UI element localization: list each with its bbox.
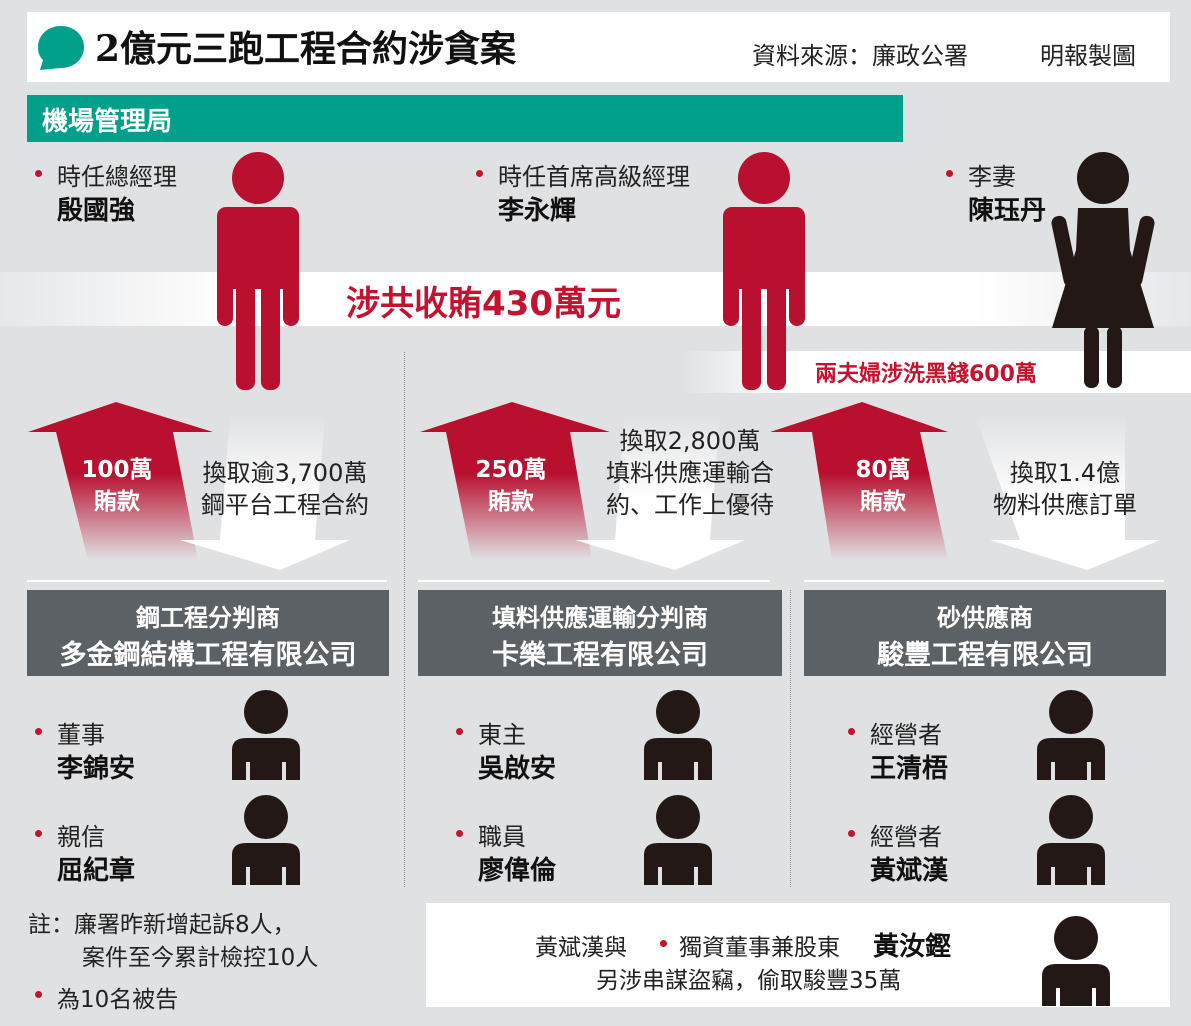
company-1-person-1-name: 李錦安 (57, 754, 136, 784)
org-bar (27, 95, 903, 142)
bullet-dot (660, 940, 667, 947)
company-panel-2 (418, 590, 782, 676)
flow-3-return-line-1: 換取1.4億 (1009, 459, 1121, 487)
panel-top-edge (418, 580, 770, 582)
bribe-total-text: 涉共收賄430萬元 (346, 284, 621, 324)
title-bar (27, 12, 1170, 82)
return-down-arrow (575, 415, 745, 570)
flow-1-kind: 賄款 (94, 489, 140, 515)
column-divider (404, 352, 405, 887)
flow-1-return-line-1: 換取逾3,700萬 (202, 459, 368, 487)
extra-case-line-2: 另涉串謀盜竊，偷取駿豐35萬 (596, 968, 902, 994)
company-1-person-2-name: 屈紀章 (57, 856, 136, 886)
bribe-total-band (0, 272, 1191, 326)
column-divider (790, 590, 791, 887)
company-1-person-2-role: 親信 (57, 823, 105, 851)
panel-top-edge (27, 580, 387, 582)
company-1-name: 多金鋼結構工程有限公司 (59, 640, 357, 671)
flow-2-return-line-2: 填料供應運輸合 (606, 459, 774, 487)
extra-case-name: 黃汝鏗 (873, 932, 952, 962)
official-1-role: 時任總經理 (57, 163, 177, 191)
flow-2-amount: 250萬 (475, 457, 547, 483)
source-credit: 資料來源：廉政公署 (752, 42, 968, 70)
company-1-type: 鋼工程分判商 (136, 604, 280, 632)
flow-1-return-line-2: 鋼平台工程合約 (201, 491, 369, 519)
company-2-person-1-name: 吳啟安 (478, 754, 557, 784)
company-panel-3 (804, 590, 1166, 676)
official-1-name: 殷國強 (57, 196, 136, 226)
flow-2-return-line-1: 換取2,800萬 (619, 427, 761, 455)
official-3-name: 陳珏丹 (968, 196, 1047, 226)
company-3-person-1-role: 經營者 (870, 721, 942, 749)
company-3-name: 駿豐工程有限公司 (877, 640, 1093, 671)
bullet-dot (456, 830, 463, 837)
bullet-dot (456, 728, 463, 735)
person-bust-icon (232, 690, 300, 780)
person-bust-icon (232, 795, 300, 885)
male-figure-icon (217, 152, 299, 390)
laundering-band (680, 351, 1191, 393)
note-line-3: 為10名被告 (57, 987, 179, 1013)
flow-3-kind: 賄款 (860, 489, 906, 515)
person-bust-icon (644, 795, 712, 885)
return-down-arrow (975, 415, 1160, 570)
extra-case-role: 獨資董事兼股東 (679, 935, 840, 961)
speech-bubble-icon (38, 26, 84, 70)
person-bust-icon (1042, 916, 1110, 1006)
company-3-person-2-name: 黃斌漢 (870, 856, 949, 886)
bullet-dot (35, 170, 42, 177)
flow-1-amount: 100萬 (81, 457, 153, 483)
company-2-person-1-role: 東主 (478, 721, 526, 749)
person-bust-icon (1037, 690, 1105, 780)
male-figure-icon (723, 152, 805, 390)
person-bust-icon (1037, 795, 1105, 885)
company-panel-1 (27, 590, 389, 676)
company-3-type: 砂供應商 (937, 604, 1033, 632)
org-name: 機場管理局 (42, 107, 173, 137)
bribe-up-arrow (28, 402, 213, 560)
return-down-arrow (180, 415, 350, 570)
bullet-dot (946, 170, 953, 177)
bullet-dot (35, 728, 42, 735)
official-2-role: 時任首席高級經理 (498, 163, 690, 191)
page-title: 2億元三跑工程合約涉貪案 (95, 28, 517, 70)
flow-3-amount: 80萬 (855, 457, 911, 483)
flow-2-return-line-3: 約、工作上優待 (606, 491, 774, 519)
company-2-person-2-name: 廖偉倫 (478, 856, 557, 886)
flow-2-kind: 賄款 (488, 489, 534, 515)
company-3-person-1-name: 王清梧 (870, 754, 949, 784)
bullet-dot (848, 728, 855, 735)
bullet-dot (848, 830, 855, 837)
flow-3-return-line-2: 物料供應訂單 (993, 491, 1137, 519)
bullet-dot (476, 170, 483, 177)
bribe-up-arrow (770, 402, 948, 560)
note-line-1: 註：廉署昨新增起訴8人， (28, 912, 296, 938)
company-2-type: 填料供應運輸分判商 (492, 604, 708, 632)
extra-case-prefix: 黃斌漢與 (535, 935, 627, 961)
company-2-person-2-role: 職員 (478, 823, 526, 851)
graphic-credit: 明報製圖 (1040, 42, 1136, 70)
note-line-2: 案件至今累計檢控10人 (82, 945, 319, 971)
company-1-person-1-role: 董事 (57, 721, 105, 749)
bullet-dot (35, 991, 42, 998)
female-figure-icon (1051, 152, 1155, 388)
panel-top-edge (804, 580, 1164, 582)
company-3-person-2-role: 經營者 (870, 823, 942, 851)
official-3-role: 李妻 (968, 163, 1016, 191)
bribe-up-arrow (420, 402, 610, 560)
official-2-name: 李永輝 (498, 196, 577, 226)
company-2-name: 卡樂工程有限公司 (492, 640, 708, 671)
laundering-text: 兩夫婦涉洗黑錢600萬 (815, 362, 1037, 387)
bullet-dot (35, 830, 42, 837)
person-bust-icon (644, 690, 712, 780)
